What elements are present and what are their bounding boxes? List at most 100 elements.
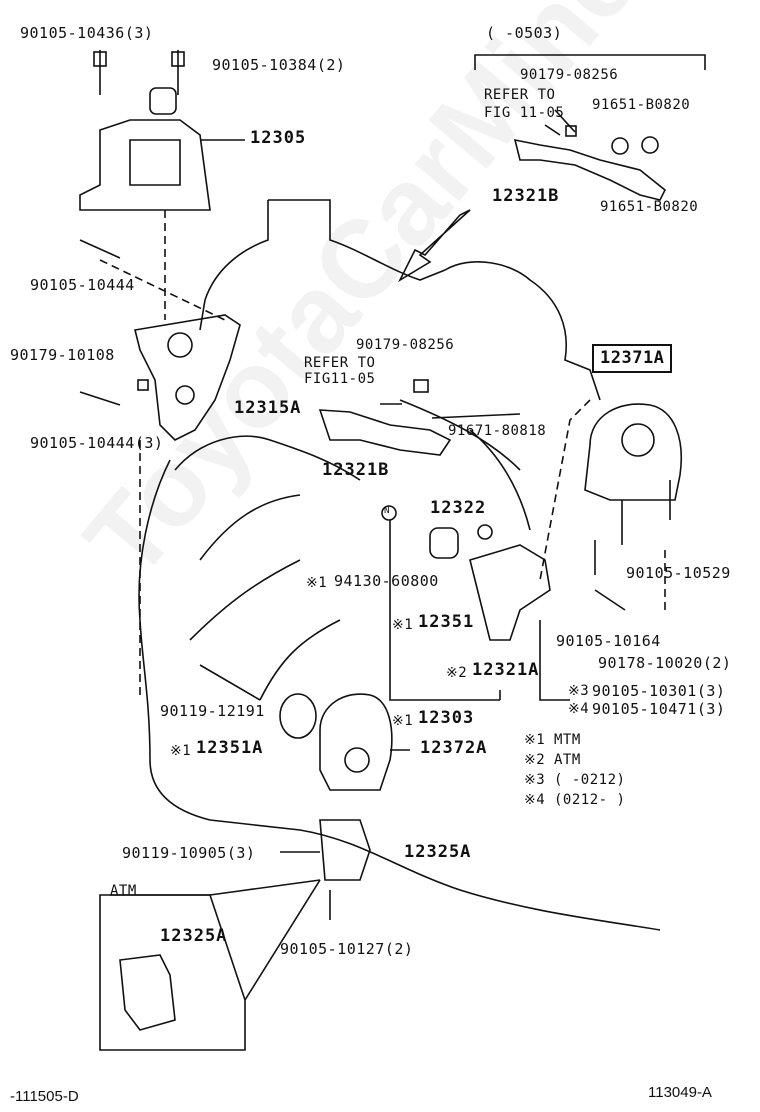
nut-10108-icon <box>137 379 149 391</box>
label-12305: 12305 <box>250 128 307 148</box>
label-12372A: 12372A <box>420 738 488 758</box>
note-mark-4: ※4 <box>524 792 546 808</box>
mount-12372A-bushing <box>344 747 370 773</box>
note-2: ATM <box>554 752 581 768</box>
bracket-hole-2 <box>175 385 195 405</box>
mark-1-c: ※1 <box>392 713 414 729</box>
direction-arrow <box>398 209 471 283</box>
label-12351: 12351 <box>418 612 475 632</box>
label-90105-10384: 90105-10384(2) <box>212 56 346 74</box>
bolt-10164 <box>594 589 626 611</box>
label-90179-08256-a: 90179-08256 <box>520 67 619 83</box>
dash-1 <box>99 259 226 321</box>
label-90105-10436: 90105-10436(3) <box>20 24 154 42</box>
mount-12305-body <box>79 119 211 211</box>
label-90178-10020: 90178-10020(2) <box>598 654 732 672</box>
bolt-b2-icon <box>641 136 659 154</box>
label-90105-10471: 90105-10471(3) <box>592 700 726 718</box>
bracket-12321A <box>469 544 551 641</box>
mount-12371A <box>584 403 682 501</box>
mark-4-a: ※4 <box>568 701 590 717</box>
note-4: (0212- ) <box>554 792 626 808</box>
nut-mid-icon <box>413 379 429 393</box>
label-90105-10301: 90105-10301(3) <box>592 682 726 700</box>
dash-4 <box>539 399 591 581</box>
leader-atm-1 <box>110 879 321 896</box>
bolt-head-1 <box>93 51 107 67</box>
label-12321B-b: 12321B <box>322 460 390 480</box>
bolts-12305 <box>99 50 179 95</box>
label-circle-n: N <box>384 506 390 516</box>
bolt-head-2 <box>171 51 185 67</box>
nut-12322-icon <box>477 524 493 540</box>
label-90105-10529: 90105-10529 <box>626 564 731 582</box>
bracket-12315A <box>134 314 241 441</box>
mark-1-b: ※1 <box>392 617 414 633</box>
leader-top <box>544 109 576 136</box>
mount-12372A <box>319 693 393 791</box>
label-atm: ATM <box>110 883 137 899</box>
note-3: ( -0212) <box>554 772 626 788</box>
label-90179-08256-b: 90179-08256 <box>356 337 455 353</box>
atm-inset-box <box>99 894 246 1051</box>
bolt-b1-icon <box>611 137 629 155</box>
mount-12305-rubber <box>129 139 181 186</box>
label-12303: 12303 <box>418 708 475 728</box>
label-12315A: 12315A <box>234 398 302 418</box>
label-94130-60800: 94130-60800 <box>334 572 439 590</box>
leader-10301 <box>539 620 570 701</box>
label-12325A-a: 12325A <box>404 842 472 862</box>
rubber-12351A <box>279 693 317 739</box>
label-12325A-b: 12325A <box>160 926 228 946</box>
label-90105-10444-b: 90105-10444(3) <box>30 434 164 452</box>
footer-right-code: 113049-A <box>648 1084 712 1101</box>
label-12351A: 12351A <box>196 738 264 758</box>
nut-top-icon <box>565 125 577 137</box>
bracket-group-lines <box>389 520 501 701</box>
transaxle-outline <box>399 399 531 531</box>
leader-mid <box>380 403 521 419</box>
note-mark-3: ※3 <box>524 772 546 788</box>
bolts-12315A <box>79 239 121 406</box>
label-fig-a: FIG 11-05 <box>484 105 565 121</box>
footer-left-code: -111505-D <box>10 1088 79 1105</box>
mark-3-a: ※3 <box>568 683 590 699</box>
label-range-top: ( -0503) <box>486 24 563 42</box>
label-90105-10164: 90105-10164 <box>556 632 661 650</box>
mark-2-a: ※2 <box>446 665 468 681</box>
note-mark-2: ※2 <box>524 752 546 768</box>
bracket-12321B-mid <box>318 409 452 456</box>
mount-12371A-studs <box>621 480 671 545</box>
mount-12371A-bushing <box>621 423 655 457</box>
range-bracket <box>474 54 706 70</box>
label-refer-to-b: REFER TO <box>304 355 376 371</box>
bolt-12191 <box>199 664 261 701</box>
mark-1-d: ※1 <box>170 743 192 759</box>
engine-body-lower <box>138 459 661 931</box>
label-91651-b0820-b: 91651-B0820 <box>600 199 699 215</box>
label-refer-to-a: REFER TO <box>484 87 556 103</box>
leader-atm-2 <box>244 879 321 1001</box>
label-fig-b: FIG11-05 <box>304 371 376 387</box>
bracket-12325A-atm <box>119 954 176 1031</box>
label-12371A: 12371A <box>592 344 673 373</box>
label-90119-10905: 90119-10905(3) <box>122 844 256 862</box>
bracket-12325A <box>319 819 371 881</box>
circle-n-icon <box>381 505 397 521</box>
rubber-12351 <box>429 527 459 559</box>
label-12321A: 12321A <box>472 660 540 680</box>
label-90105-10444-a: 90105-10444 <box>30 276 135 294</box>
label-12321B-a: 12321B <box>492 186 560 206</box>
label-90105-10127: 90105-10127(2) <box>280 940 414 958</box>
mount-12305-top <box>149 87 177 115</box>
label-90119-12191: 90119-12191 <box>160 702 265 720</box>
engine-body-inner <box>174 435 361 701</box>
label-91651-b0820-a: 91651-B0820 <box>592 97 691 113</box>
bracket-12321B-top <box>513 138 667 201</box>
mark-1-a: ※1 <box>306 575 328 591</box>
label-91671-80818: 91671-80818 <box>448 423 547 439</box>
note-1: MTM <box>554 732 581 748</box>
label-90179-10108: 90179-10108 <box>10 346 115 364</box>
label-12322: 12322 <box>430 498 487 518</box>
